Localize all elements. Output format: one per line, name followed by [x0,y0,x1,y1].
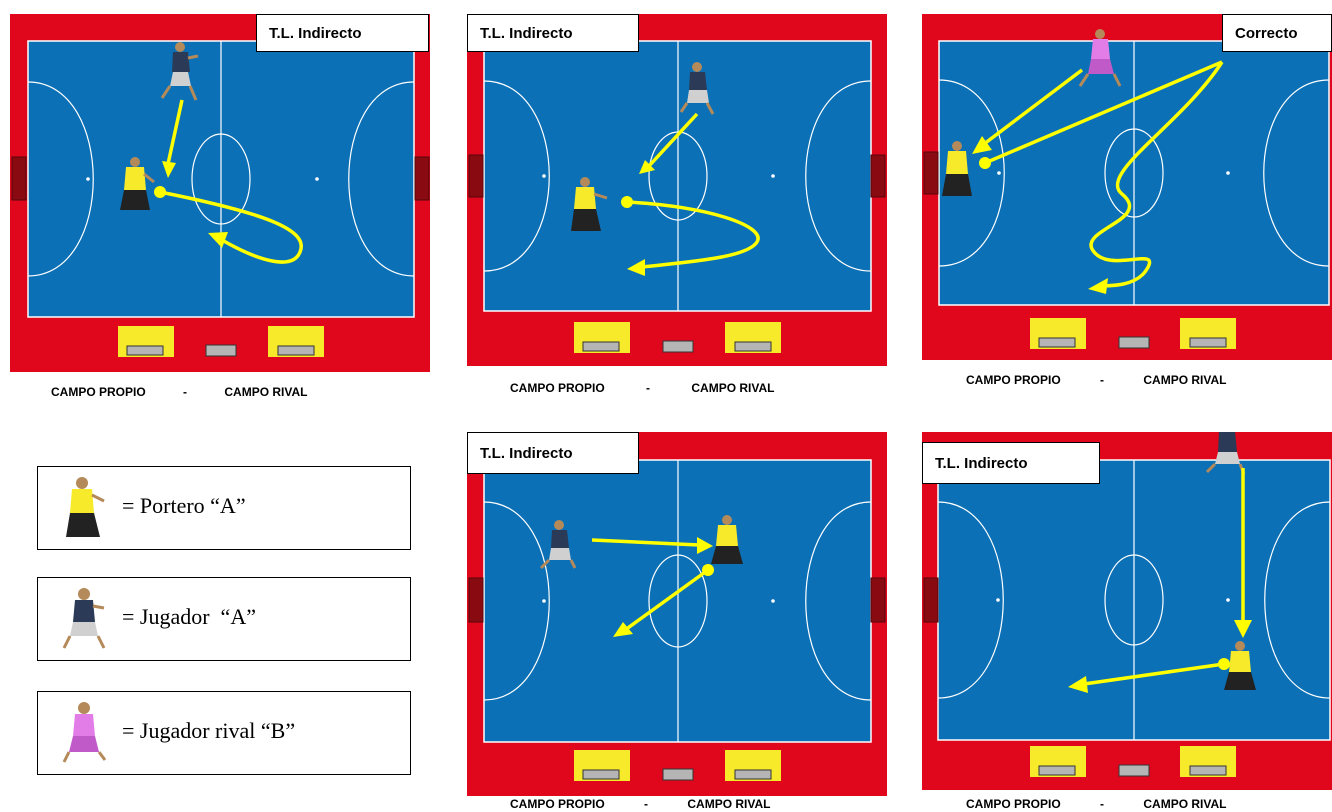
futsal-court-3 [922,14,1332,360]
diagram-panel-1: T.L. Indirecto [10,14,430,372]
diagram-panel-3: Correcto [922,14,1332,360]
caption-separator: - [644,797,648,811]
legend-goalkeeper: = Portero “A” [37,466,411,550]
diagram-panel-5: T.L. Indirecto [922,432,1332,790]
panel-4-caption: CAMPO PROPIO - CAMPO RIVAL [510,797,770,811]
caption-rival-field: CAMPO RIVAL [687,797,770,811]
futsal-court-4 [467,432,887,796]
panel-5-label: T.L. Indirecto [922,442,1100,484]
diagram-panel-2: T.L. Indirecto [467,14,887,366]
caption-own-field: CAMPO PROPIO [966,373,1061,387]
caption-own-field: CAMPO PROPIO [510,797,605,811]
player-a-icon [60,586,110,654]
diagram-panel-4: T.L. Indirecto [467,432,887,796]
rival-player-b-icon [60,700,110,768]
panel-1-label: T.L. Indirecto [256,14,429,52]
caption-separator: - [646,381,650,395]
panel-5-caption: CAMPO PROPIO - CAMPO RIVAL [966,797,1226,811]
panel-2-label: T.L. Indirecto [467,14,639,52]
panel-1-caption: CAMPO PROPIO - CAMPO RIVAL [51,385,307,399]
caption-separator: - [183,385,187,399]
caption-separator: - [1100,373,1104,387]
legend-goalkeeper-label: = Portero “A” [122,493,246,519]
caption-separator: - [1100,797,1104,811]
panel-4-label: T.L. Indirecto [467,432,639,474]
caption-rival-field: CAMPO RIVAL [224,385,307,399]
futsal-court-5 [922,432,1332,790]
caption-own-field: CAMPO PROPIO [966,797,1061,811]
goalkeeper-a-icon [60,475,110,543]
legend-player-a: = Jugador “A” [37,577,411,661]
futsal-court-1 [10,14,430,372]
caption-rival-field: CAMPO RIVAL [691,381,774,395]
legend-player-a-label: = Jugador “A” [122,604,256,630]
panel-3-label: Correcto [1222,14,1332,52]
caption-rival-field: CAMPO RIVAL [1143,373,1226,387]
legend-rival-b: = Jugador rival “B” [37,691,411,775]
caption-rival-field: CAMPO RIVAL [1143,797,1226,811]
legend-rival-b-label: = Jugador rival “B” [122,718,295,744]
panel-2-caption: CAMPO PROPIO - CAMPO RIVAL [510,381,774,395]
caption-own-field: CAMPO PROPIO [51,385,146,399]
futsal-court-2 [467,14,887,366]
caption-own-field: CAMPO PROPIO [510,381,605,395]
panel-3-caption: CAMPO PROPIO - CAMPO RIVAL [966,373,1226,387]
